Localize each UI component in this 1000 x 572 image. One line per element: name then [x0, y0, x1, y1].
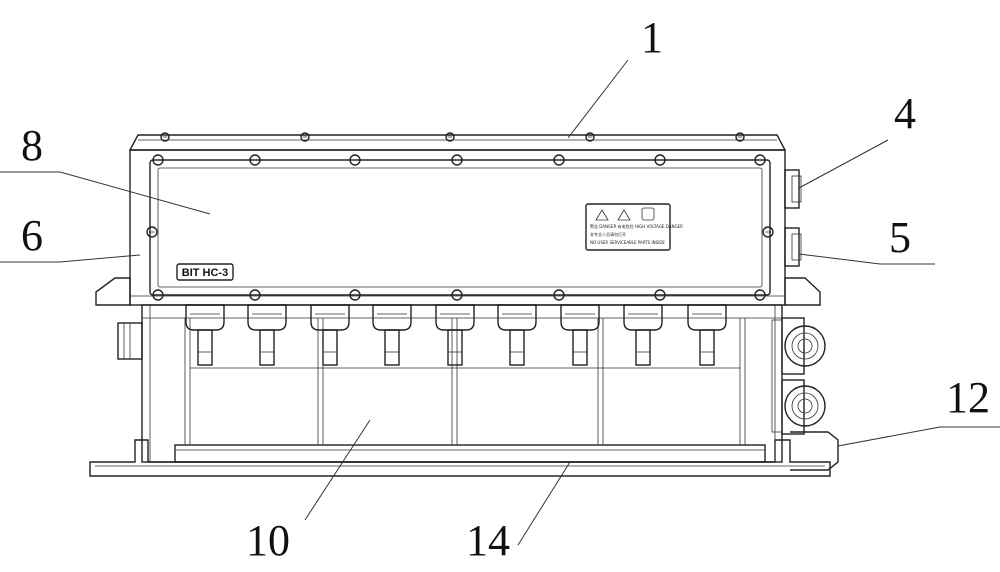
bolt-icon	[147, 227, 157, 237]
right-connectors-lower	[772, 318, 825, 434]
terminal-post	[373, 305, 411, 365]
callout-14: 14	[466, 516, 510, 565]
warning-label: 警告 DANGER 有电危险 HIGH VOLTAGE DANGER 非专业人员…	[586, 204, 683, 250]
warning-triangle-icon	[596, 210, 608, 220]
callout-1: 1	[641, 13, 663, 62]
terminal-post	[561, 305, 599, 365]
terminal-posts	[186, 305, 726, 365]
warning-line-1: 警告 DANGER 有电危险 HIGH VOLTAGE DANGER	[590, 223, 683, 229]
terminal-post	[498, 305, 536, 365]
callout-5: 5	[889, 213, 911, 262]
lower-housing	[142, 305, 782, 462]
callout-12: 12	[946, 373, 990, 422]
warning-triangle-icon	[618, 210, 630, 220]
terminal-post	[624, 305, 662, 365]
bolt-icon	[763, 227, 773, 237]
callout-10: 10	[246, 516, 290, 565]
callout-4: 4	[894, 89, 916, 138]
right-connectors-upper	[785, 170, 801, 266]
callout-labels: 1 4 5 6 8 10 14 12	[21, 13, 990, 565]
nameplate: BIT HC-3	[177, 264, 233, 280]
terminal-post	[436, 305, 474, 365]
left-side-connector	[118, 323, 142, 359]
callout-6: 6	[21, 211, 43, 260]
leader-lines	[0, 60, 1000, 545]
callout-8: 8	[21, 121, 43, 170]
hand-icon	[642, 208, 654, 220]
nameplate-text: BIT HC-3	[182, 267, 228, 279]
terminal-post	[311, 305, 349, 365]
base-plate	[90, 432, 838, 476]
terminal-post	[688, 305, 726, 365]
warning-line-3: NO USER SERVICEABLE PARTS INSIDE	[590, 240, 665, 245]
terminal-post	[248, 305, 286, 365]
bolts	[147, 133, 773, 300]
warning-line-2: 非专业人员请勿打开	[590, 231, 626, 237]
terminal-post	[186, 305, 224, 365]
